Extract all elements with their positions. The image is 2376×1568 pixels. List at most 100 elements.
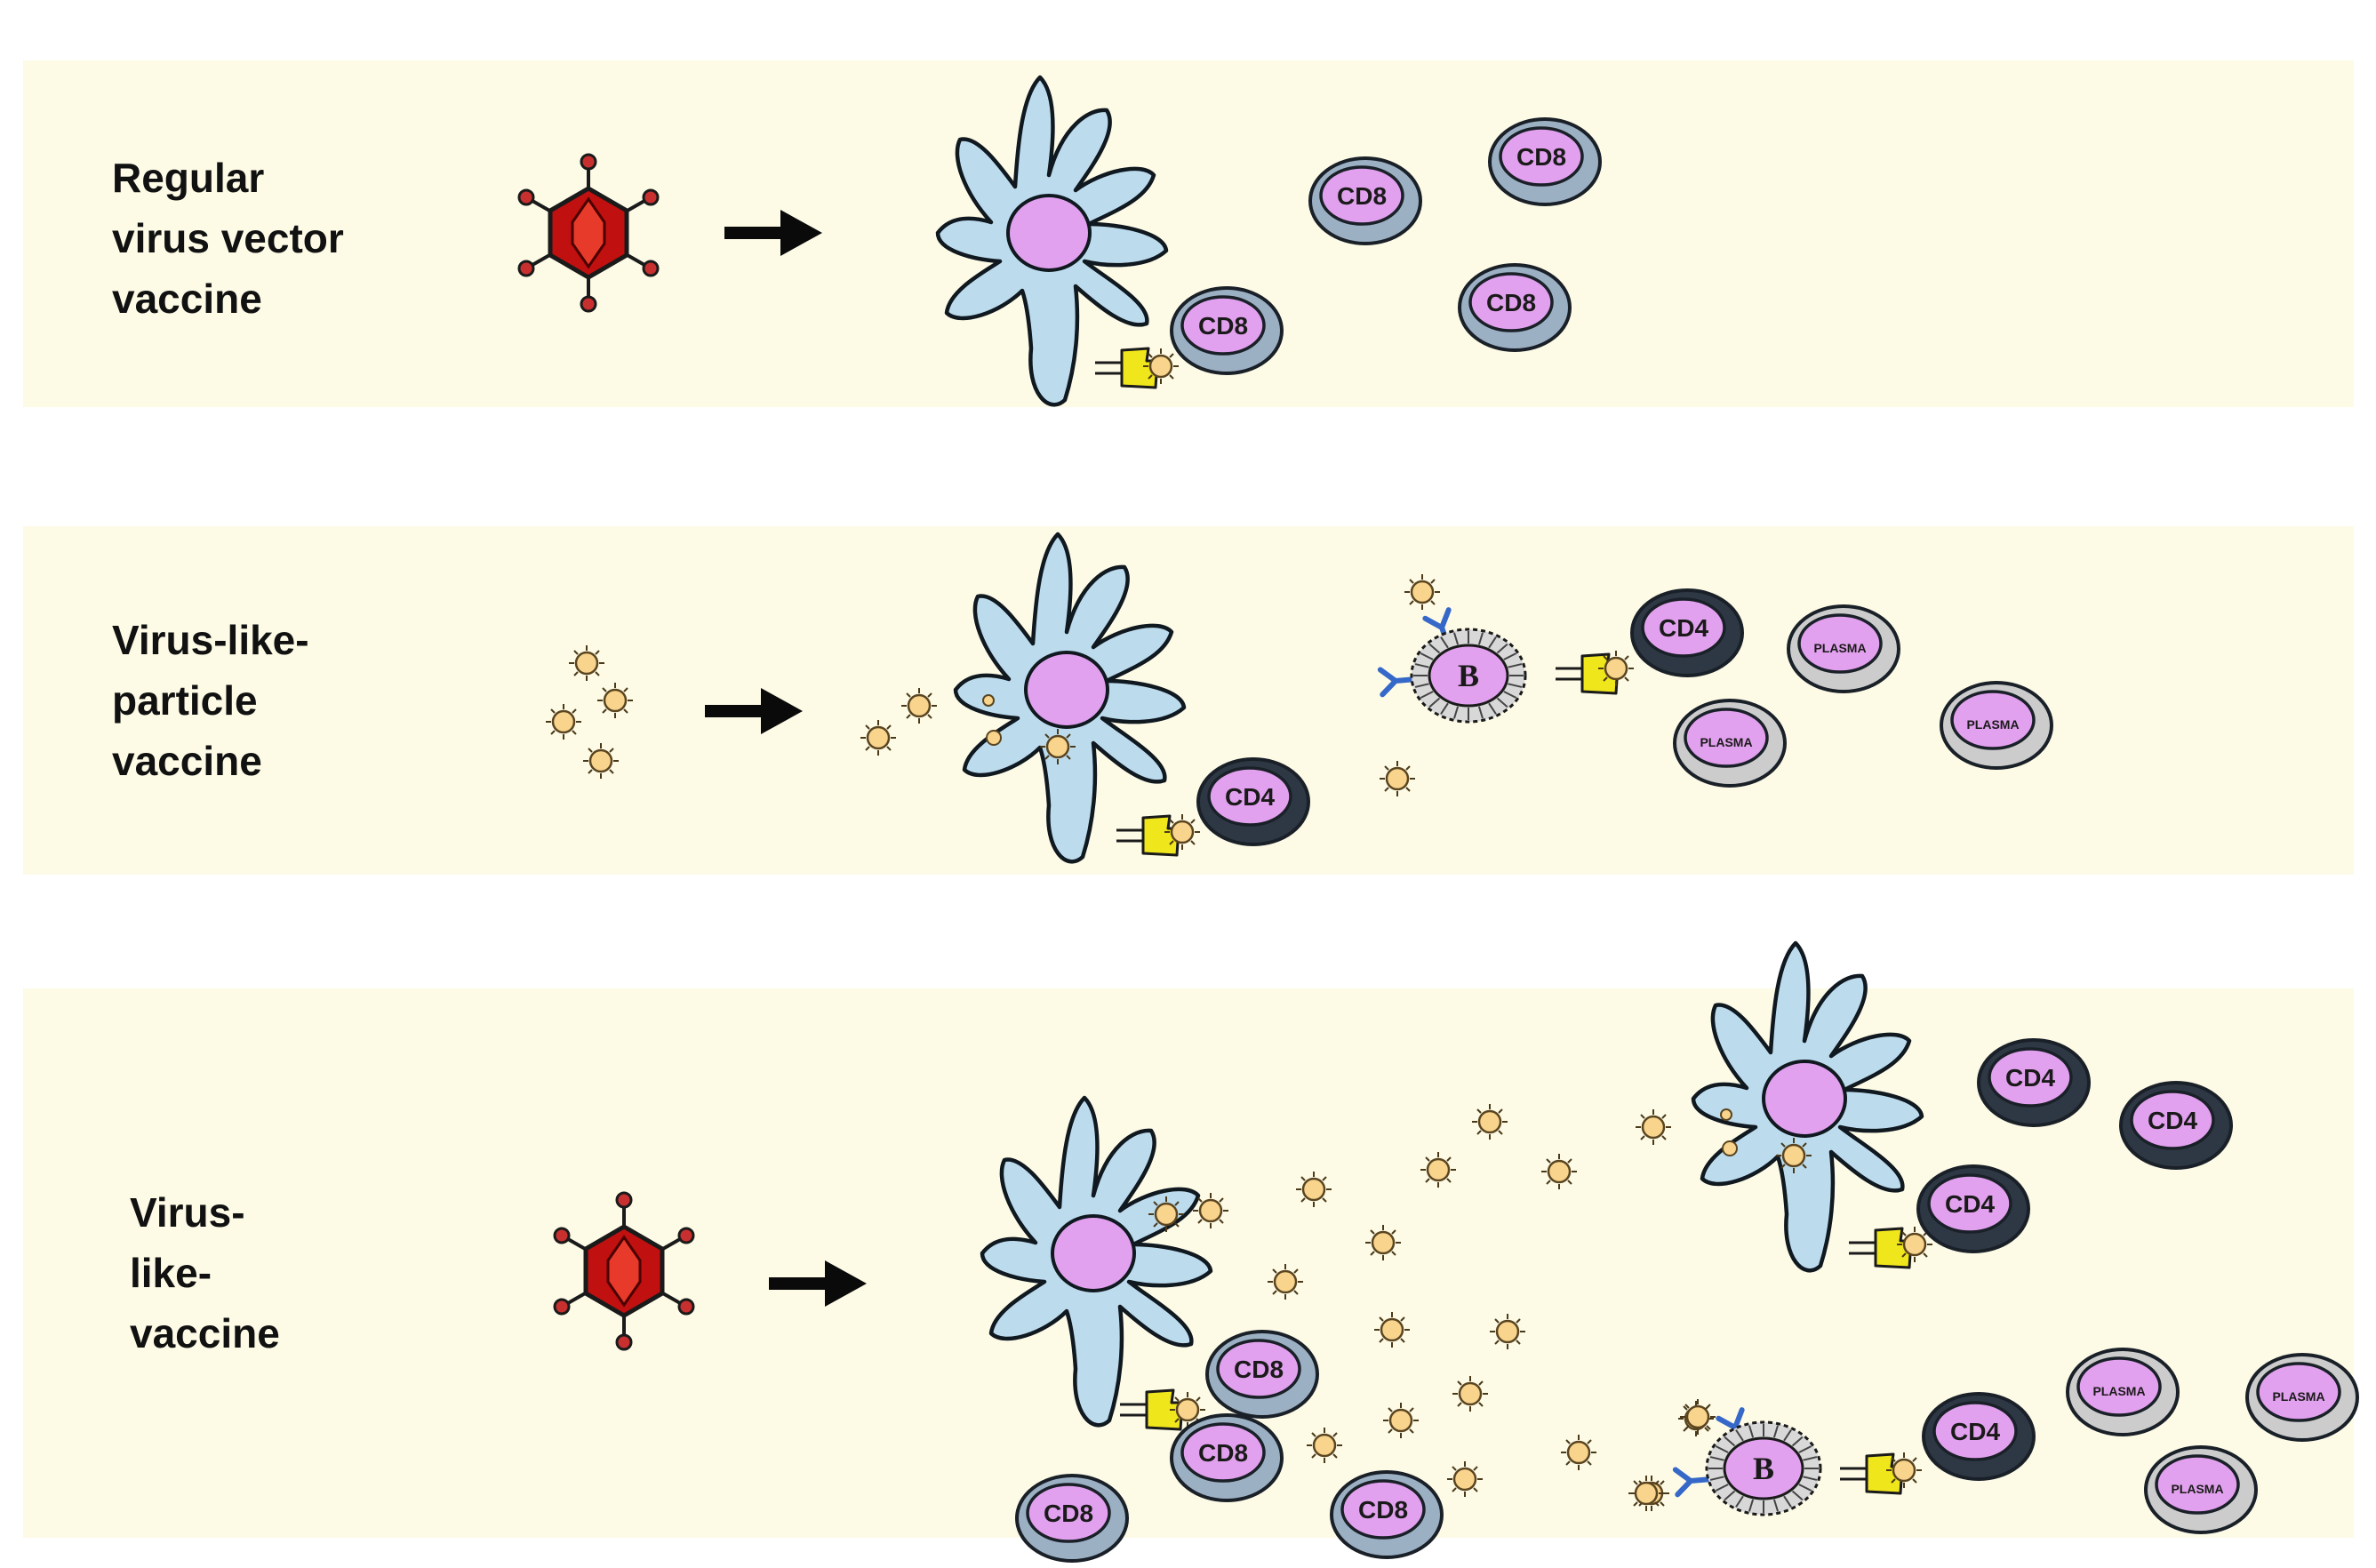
cell-label: B [1458, 658, 1479, 693]
antigen-particle-icon [1884, 1451, 1924, 1490]
scattered-particles-group [1266, 1102, 1716, 1513]
antigen-particle-icon [1596, 649, 1636, 688]
row-3-title: Virus- like- vaccine [130, 1182, 280, 1364]
antigen-particle-icon [1540, 1152, 1579, 1191]
cd8-t-cell: CD8 [1488, 117, 1602, 206]
cell-label: PLASMA [1700, 735, 1752, 749]
antigen-particle-icon [1038, 727, 1077, 766]
row-3-title-line-3: vaccine [130, 1310, 280, 1356]
cell-label: PLASMA [1966, 717, 2019, 732]
row-2-title-line-3: vaccine [112, 738, 262, 784]
antigen-particle-icon [1378, 759, 1417, 798]
particle-dot [982, 694, 995, 707]
row-1-title-line-3: vaccine [112, 276, 262, 322]
row-1-title-line-2: virus vector [112, 215, 344, 261]
dendritic-cell-icon [982, 1098, 1211, 1425]
arrow-right-icon [724, 210, 822, 256]
antigen-particle-icon [1141, 347, 1180, 386]
cell-label: CD8 [1044, 1500, 1093, 1527]
free-particles-group [544, 644, 635, 780]
antigen-particle-icon [1627, 1474, 1666, 1513]
row-2-title-line-1: Virus-like- [112, 617, 309, 663]
antigen-particle-icon [1294, 1170, 1333, 1209]
antigen-particle-icon [1191, 1191, 1230, 1230]
antigen-particle-icon [596, 681, 635, 720]
cd8-t-cell: CD8 [1308, 156, 1422, 245]
b-cell: B [1705, 1420, 1822, 1516]
cell-label: PLASMA [2272, 1389, 2324, 1404]
particle-dot [1722, 1140, 1738, 1156]
antigen-particle-icon [1451, 1374, 1490, 1413]
cell-label: CD4 [2148, 1107, 2197, 1134]
virus-vector-icon [555, 1193, 693, 1349]
cd8-t-cell: CD8 [1458, 263, 1572, 352]
antigen-particle-icon [1419, 1150, 1458, 1189]
cd4-t-cell: CD4 [1630, 588, 1744, 677]
particle-dot [1720, 1108, 1732, 1121]
cd4-t-cell: CD4 [1916, 1164, 2030, 1253]
antibody-icon [1676, 1467, 1711, 1494]
antigen-particle-icon [859, 718, 898, 757]
cd4-t-cell: CD4 [1196, 757, 1310, 846]
cell-label: CD4 [2005, 1064, 2055, 1092]
antigen-particle-icon [1305, 1426, 1344, 1465]
row-2-title-line-2: particle [112, 677, 258, 724]
cd4-t-cell: CD4 [1977, 1038, 2091, 1127]
row-2-title: Virus-like- particle vaccine [112, 610, 309, 791]
cell-label: CD4 [1659, 614, 1708, 642]
antigen-particle-icon [544, 702, 583, 741]
cd4-t-cell: CD4 [1922, 1392, 2036, 1481]
antigen-particle-icon [1403, 572, 1442, 612]
antigen-particle-icon [1381, 1401, 1420, 1440]
antigen-particle-icon [1445, 1460, 1484, 1499]
antigen-particle-icon [1488, 1312, 1527, 1351]
antigen-particle-icon [1266, 1262, 1305, 1301]
antigen-particle-icon [1470, 1102, 1509, 1141]
row-3-title-line-2: like- [130, 1250, 212, 1296]
cell-label: CD4 [1950, 1418, 2000, 1445]
arrow-right-icon [769, 1260, 867, 1307]
plasma-cell: PLASMA [1787, 604, 1900, 693]
antigen-particle-icon [1678, 1397, 1717, 1436]
antigen-particle-icon [567, 644, 606, 683]
b-cell: B [1410, 628, 1527, 724]
particle-dot [986, 730, 1002, 746]
cell-label: PLASMA [2092, 1384, 2145, 1398]
row-1-title-line-1: Regular [112, 155, 265, 201]
cd8-t-cell: CD8 [1205, 1330, 1319, 1419]
antibody-icon [1380, 667, 1416, 694]
antigen-particle-icon [1634, 1108, 1673, 1147]
antigen-particle-icon [581, 741, 620, 780]
antigen-particle-icon [1559, 1433, 1598, 1472]
cell-label: CD8 [1198, 312, 1248, 340]
cell-label: PLASMA [2171, 1482, 2223, 1496]
antigen-particle-icon [1364, 1223, 1403, 1262]
cell-label: CD4 [1225, 783, 1275, 811]
cd8-t-cell: CD8 [1170, 1413, 1284, 1502]
cell-label: CD8 [1516, 143, 1566, 171]
dendritic-cell-icon [1693, 943, 1922, 1270]
antigen-particle-icon [1163, 812, 1202, 852]
antigen-particle-icon [1372, 1310, 1412, 1349]
cell-label: CD4 [1945, 1190, 1995, 1218]
row-3-title-line-1: Virus- [130, 1189, 245, 1236]
cell-label: PLASMA [1813, 641, 1866, 655]
plasma-cell: PLASMA [2066, 1348, 2180, 1436]
antigen-particle-icon [1147, 1195, 1186, 1234]
antigen-particle-icon [1774, 1136, 1813, 1175]
antigen-particle-icon [900, 686, 939, 725]
cell-label: CD8 [1234, 1356, 1284, 1383]
arrow-right-icon [705, 688, 803, 734]
cd8-t-cell: CD8 [1170, 286, 1284, 375]
plasma-cell: PLASMA [2245, 1353, 2359, 1442]
plasma-cell: PLASMA [1673, 699, 1787, 788]
cd8-t-cell: CD8 [1015, 1474, 1129, 1563]
cd4-t-cell: CD4 [2119, 1081, 2233, 1170]
cell-label: CD8 [1358, 1496, 1408, 1524]
row-1-title: Regular virus vector vaccine [112, 148, 344, 329]
cell-label: CD8 [1198, 1439, 1248, 1467]
